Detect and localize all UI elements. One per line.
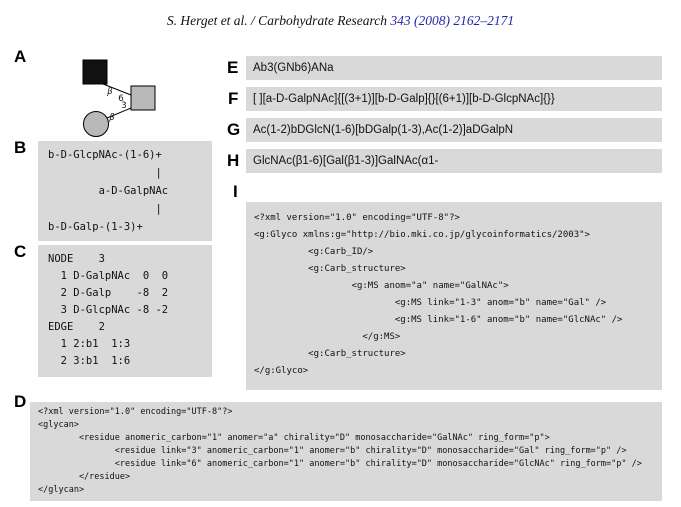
panel-a-label: A [14, 47, 27, 66]
panel-b-label: B [14, 138, 27, 157]
panel-e-notation-text: Ab3(GNb6)ANa [253, 62, 334, 74]
panel-f-notation-text: [ ][a-D-GalpNAc]{[(3+1)][b-D-Galp]{}[(6+… [253, 93, 555, 105]
running-head-reference: 343 (2008) 2162–2171 [390, 13, 515, 28]
position-label-top: 6 [118, 94, 123, 104]
anomer-label-bottom: β [108, 113, 115, 123]
panel-g-notation-text: Ac(1-2)bDGlcN(1-6)[bDGalp(1-3),Ac(1-2)]a… [253, 124, 514, 136]
panel-f-box: [ ][a-D-GalpNAc]{[(3+1)][b-D-Galp]{}[(6+… [246, 87, 662, 111]
running-head-authors: S. Herget et al. / Carbohydrate Research [166, 13, 391, 28]
panel-e-label: E [227, 58, 239, 77]
black-square-symbol [82, 59, 108, 85]
panel-c-box: NODE 3 1 D-GalpNAc 0 0 2 D-Galp -8 2 3 D… [38, 245, 212, 377]
panel-g-label: G [227, 120, 241, 139]
panel-g-box: Ac(1-2)bDGlcN(1-6)[bDGalp(1-3),Ac(1-2)]a… [246, 118, 662, 142]
panel-i-xml-text: <?xml version="1.0" encoding="UTF-8"?> <… [254, 213, 623, 376]
panel-f-label: F [228, 89, 239, 108]
panel-i-label: I [233, 182, 238, 201]
gray-circle-symbol [83, 111, 109, 137]
panel-h-box: GlcNAc(β1-6)[Gal(β1-3)]GalNAc(α1- [246, 149, 662, 173]
panel-d-xml-text: <?xml version="1.0" encoding="UTF-8"?> <… [38, 407, 642, 495]
panel-h-notation-text: GlcNAc(β1-6)[Gal(β1-3)]GalNAc(α1- [253, 155, 439, 167]
panel-d-label: D [14, 392, 27, 411]
linkage-line-top [102, 83, 132, 96]
gray-square-symbol [130, 85, 156, 111]
panel-d-box: <?xml version="1.0" encoding="UTF-8"?> <… [30, 402, 662, 501]
panel-h-label: H [227, 151, 240, 170]
panel-b-box: b-D-GlcpNAc-(1-6)+ | a-D-GalpNAc | b-D-G… [38, 141, 212, 241]
running-head: S. Herget et al. / Carbohydrate Research… [0, 13, 681, 29]
anomer-label-top: β [106, 87, 113, 97]
panel-c-label: C [14, 242, 27, 261]
panel-b-notation-text: b-D-GlcpNAc-(1-6)+ | a-D-GalpNAc | b-D-G… [48, 149, 169, 233]
linkage-line-bottom [106, 107, 132, 119]
panel-i-box: <?xml version="1.0" encoding="UTF-8"?> <… [246, 202, 662, 390]
panel-c-notation-text: NODE 3 1 D-GalpNAc 0 0 2 D-Galp -8 2 3 D… [48, 253, 169, 367]
panel-e-box: Ab3(GNb6)ANa [246, 56, 662, 80]
position-label-bottom: 3 [121, 101, 126, 111]
glycan-symbol-diagram: β 6 β 3 [82, 59, 156, 137]
